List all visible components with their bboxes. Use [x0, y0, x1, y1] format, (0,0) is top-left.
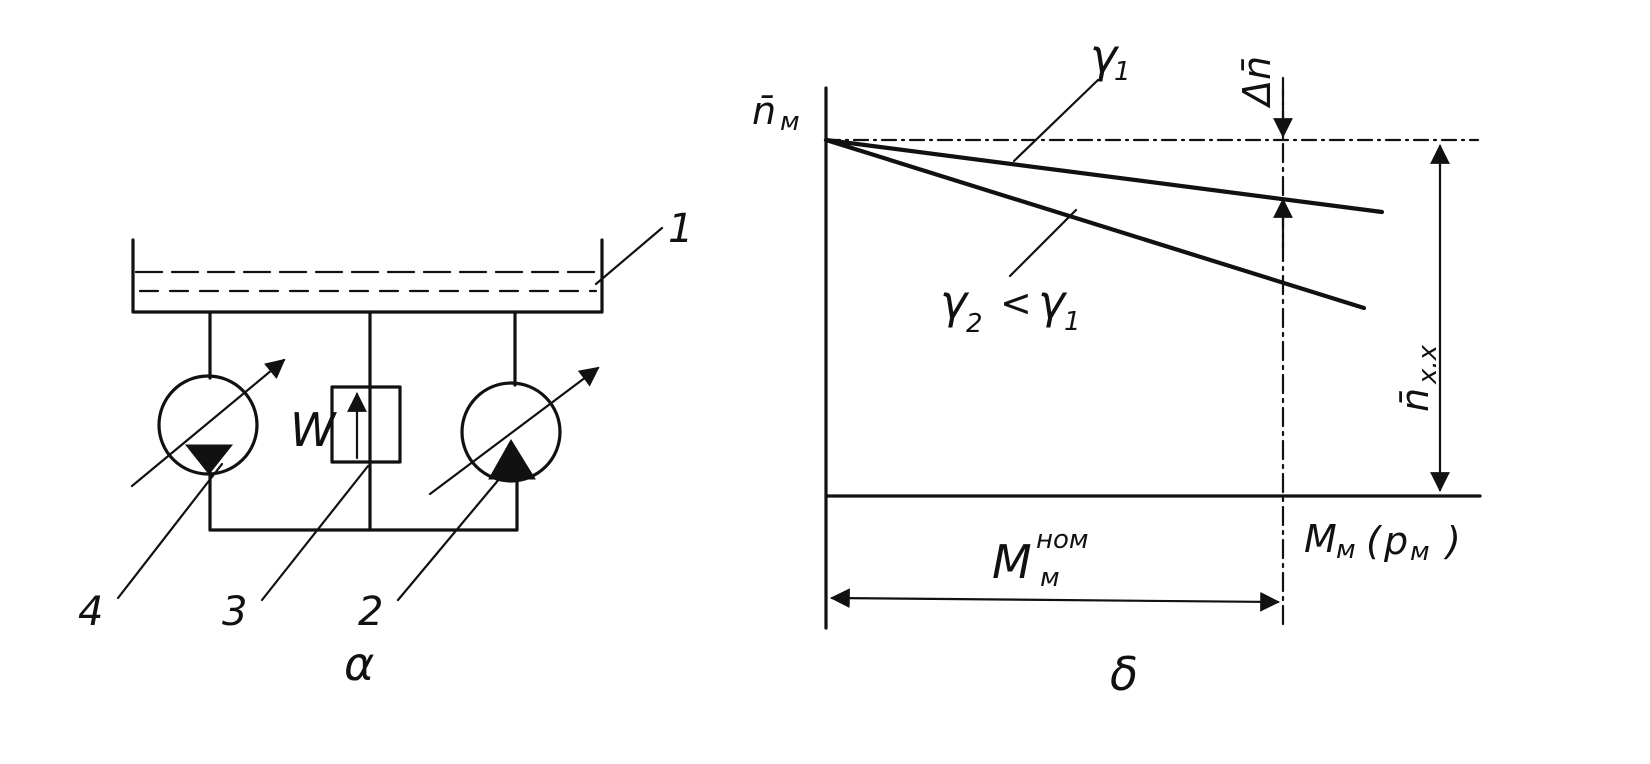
hydraulic-scheme: W 1 4 3 2 α: [78, 206, 693, 691]
leader-2: [396, 476, 502, 602]
svg-text:м: м: [780, 107, 800, 137]
svg-text:n̄: n̄: [752, 89, 776, 133]
nominal-torque-label: M ном м: [992, 525, 1089, 593]
line-gamma1: [823, 137, 1385, 215]
delta-n-label: Δn̄: [1235, 56, 1279, 109]
callout-2: 2: [358, 589, 383, 635]
svg-text:1: 1: [1064, 307, 1081, 337]
tank: [131, 238, 604, 314]
svg-text:γ: γ: [1038, 275, 1068, 329]
leader-gamma2: [1008, 208, 1078, 278]
svg-text:M: M: [992, 535, 1032, 589]
svg-text:γ: γ: [1090, 29, 1120, 83]
callout-4: 4: [78, 589, 103, 635]
idle-speed-label: n̄ x.x: [1393, 344, 1443, 412]
svg-text:n̄: n̄: [1393, 388, 1437, 412]
nominal-torque-dimension: [830, 588, 1280, 612]
svg-text:м: м: [1410, 537, 1430, 567]
svg-text:): ): [1443, 519, 1461, 563]
svg-text:p: p: [1383, 519, 1408, 563]
leader-3: [260, 464, 370, 602]
variable-pump-4: [130, 358, 286, 488]
svg-text:м: м: [1040, 563, 1060, 593]
leader-4: [116, 462, 224, 600]
callout-3: 3: [222, 589, 247, 635]
svg-text:M: M: [1304, 517, 1337, 561]
caption-b: δ: [1110, 647, 1138, 701]
svg-text:2: 2: [966, 309, 983, 339]
svg-text:x.x: x.x: [1413, 344, 1443, 385]
x-axis-label: M м ( p м ): [1304, 517, 1461, 567]
svg-text:м: м: [1336, 535, 1356, 565]
callout-1: 1: [668, 206, 693, 252]
svg-text:1: 1: [1114, 57, 1131, 87]
pipe-bottom: [208, 470, 519, 532]
gamma1-label: γ 1: [1090, 29, 1131, 87]
characteristic-graph: n̄ м γ 1 γ 2 < γ 1 Δn̄ n̄ x.x M м ( p: [752, 29, 1482, 701]
valve-3: [330, 385, 402, 464]
svg-text:ном: ном: [1036, 525, 1089, 555]
leader-gamma1: [1012, 78, 1100, 163]
variable-pump-2: [428, 366, 600, 496]
caption-a: α: [344, 637, 374, 691]
line-gamma2: [823, 137, 1367, 311]
svg-text:<: <: [1000, 281, 1032, 325]
leader-1: [594, 226, 664, 286]
svg-text:γ: γ: [940, 275, 970, 329]
y-axis-label: n̄ м: [752, 89, 800, 137]
svg-text:(: (: [1366, 519, 1383, 563]
gamma2-relation-label: γ 2 < γ 1: [940, 275, 1081, 339]
valve-label: W: [290, 403, 337, 457]
